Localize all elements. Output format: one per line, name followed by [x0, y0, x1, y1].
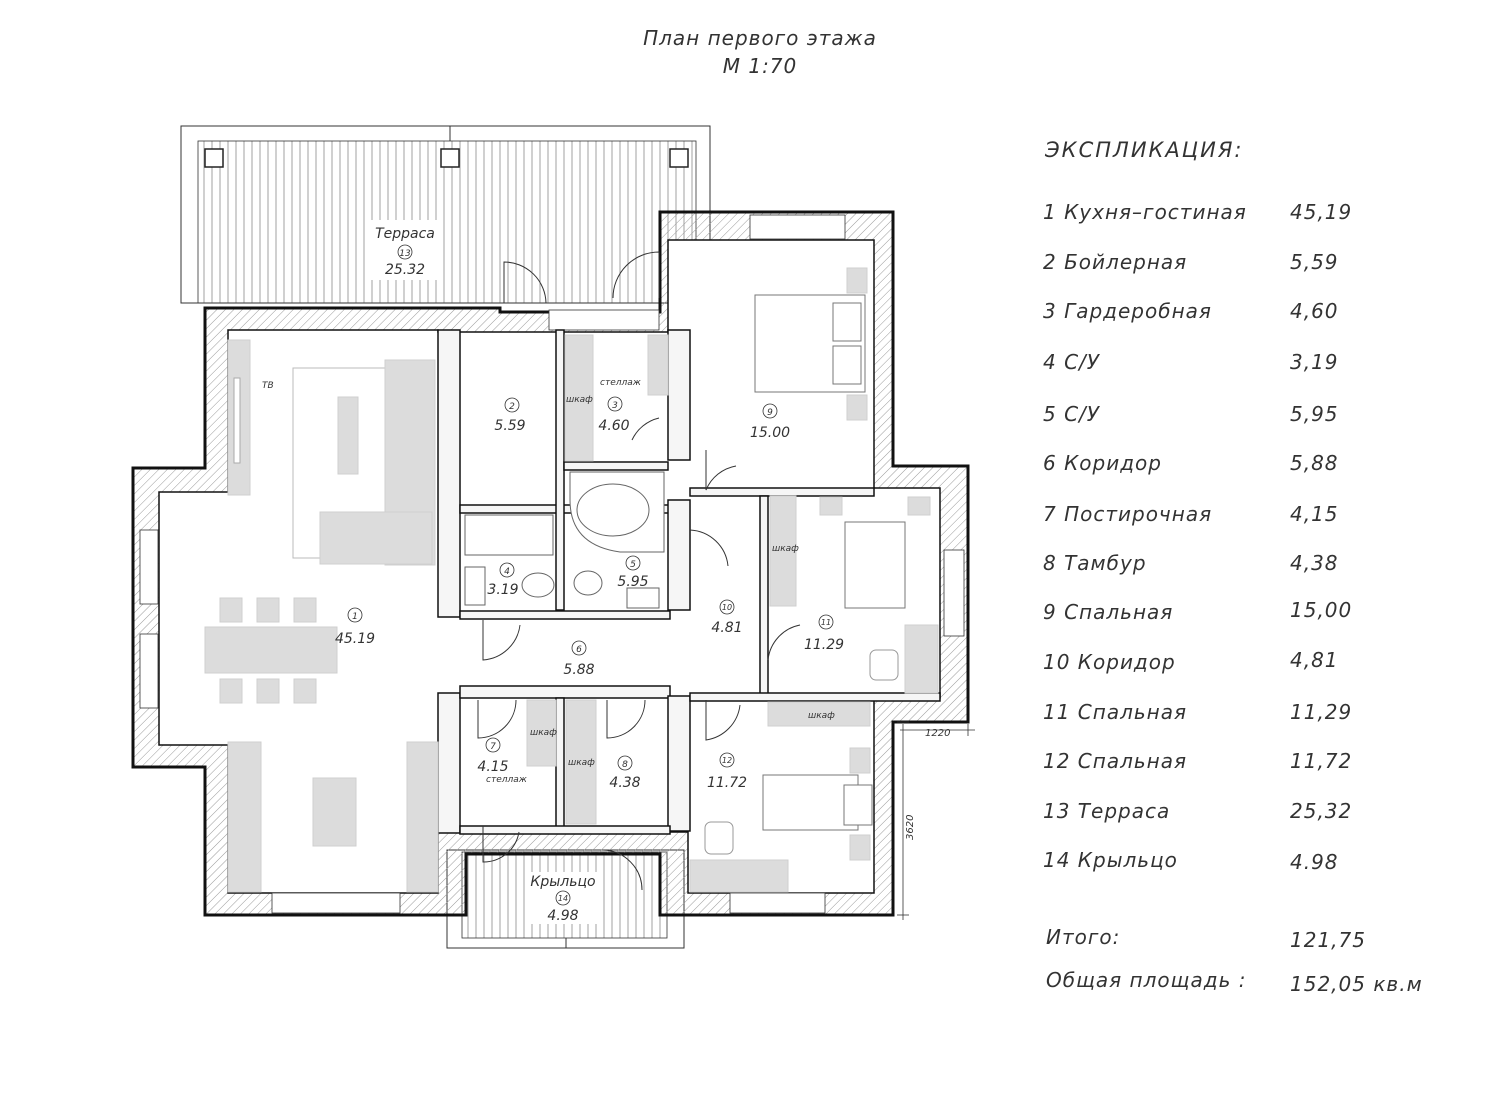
expl-row-6-area: 5,88 — [1290, 451, 1339, 475]
expl-row-12-area: 11,72 — [1290, 749, 1353, 773]
room-14-num: 14 — [558, 894, 568, 903]
room-1-num: 1 — [352, 612, 358, 622]
expl-row-11-area: 11,29 — [1290, 700, 1353, 724]
room-3-num: 3 — [612, 401, 618, 411]
total-value: 121,75 — [1290, 928, 1366, 952]
room-8-num: 8 — [622, 760, 628, 770]
room-7-area: 4.15 — [477, 759, 508, 775]
room-11-area: 11.29 — [804, 637, 844, 653]
expl-row-3-area: 4,60 — [1290, 299, 1339, 323]
dimension-lines — [897, 721, 975, 920]
room-12-num: 12 — [722, 756, 732, 765]
porch — [446, 849, 685, 949]
room-10-area: 4.81 — [711, 620, 742, 636]
room-13-area: 25.32 — [385, 262, 425, 278]
dim-height: 3620 — [905, 815, 916, 840]
expl-row-7-name: 7 Постирочная — [1043, 502, 1213, 526]
expl-row-14-name: 14 Крыльцо — [1043, 848, 1178, 872]
interior-walls — [437, 329, 941, 835]
room-2-area: 5.59 — [494, 418, 525, 434]
expl-row-11-name: 11 Спальная — [1043, 700, 1188, 724]
room-14-area: 4.98 — [547, 908, 578, 924]
room-9-num: 9 — [767, 408, 773, 418]
room-5-area: 5.95 — [617, 574, 648, 590]
expl-row-1-area: 45,19 — [1290, 200, 1353, 224]
room-13-num: 13 — [399, 249, 411, 259]
explication-heading: ЭКСПЛИКАЦИЯ: — [1045, 138, 1244, 162]
furniture-labels: ТВ стеллаж шкаф шкаф шкаф шкаф стеллаж ш… — [262, 378, 835, 785]
terrace — [180, 125, 711, 304]
doors — [477, 251, 801, 891]
room-4-num: 4 — [504, 567, 510, 577]
room-11-num: 11 — [821, 618, 831, 627]
general-area-value: 152,05 кв.м — [1290, 972, 1423, 996]
room-6-num: 6 — [576, 645, 582, 655]
plan-scale: М 1:70 — [722, 54, 798, 78]
expl-row-4-name: 4 С/У — [1043, 350, 1100, 374]
expl-row-1-name: 1 Кухня–гостиная — [1043, 200, 1247, 224]
expl-row-12-name: 12 Спальная — [1043, 749, 1188, 773]
wardrobe-label-7: шкаф — [530, 728, 557, 738]
wardrobe-label-11: шкаф — [772, 544, 799, 554]
room-1-area: 45.19 — [335, 631, 375, 647]
expl-row-2-area: 5,59 — [1290, 250, 1339, 274]
expl-row-4-area: 3,19 — [1290, 350, 1339, 374]
room-12-area: 11.72 — [707, 775, 747, 791]
expl-row-5-name: 5 С/У — [1043, 402, 1100, 426]
expl-row-8-area: 4,38 — [1290, 551, 1339, 575]
expl-row-10-area: 4,81 — [1290, 648, 1339, 672]
expl-row-9-area: 15,00 — [1290, 598, 1353, 622]
expl-row-9-name: 9 Спальная — [1043, 600, 1174, 624]
general-area-label: Общая площадь : — [1046, 968, 1247, 992]
expl-row-13-name: 13 Терраса — [1043, 799, 1171, 823]
expl-row-10-name: 10 Коридор — [1043, 650, 1176, 674]
expl-row-6-name: 6 Коридор — [1043, 451, 1162, 475]
wardrobe-label-12: шкаф — [808, 711, 835, 721]
furniture — [204, 267, 939, 893]
expl-row-13-area: 25,32 — [1290, 799, 1353, 823]
room-2-num: 2 — [509, 402, 515, 412]
room-9-area: 15.00 — [750, 425, 790, 441]
expl-row-7-area: 4,15 — [1290, 502, 1339, 526]
room-labels: Терраса 13 25.32 1 45.19 2 5.59 3 4.60 4… — [335, 226, 844, 924]
room-8-area: 4.38 — [609, 775, 640, 791]
windows — [139, 214, 965, 914]
expl-row-5-area: 5,95 — [1290, 402, 1339, 426]
shelf-label-7: стеллаж — [486, 775, 528, 785]
wardrobe-label-3: шкаф — [566, 395, 593, 405]
room-7-num: 7 — [490, 742, 496, 752]
expl-row-3-name: 3 Гардеробная — [1043, 299, 1212, 323]
shelf-label-3: стеллаж — [600, 378, 642, 388]
expl-row-8-name: 8 Тамбур — [1043, 551, 1147, 575]
room-10-num: 10 — [722, 603, 732, 612]
expl-row-14-area: 4.98 — [1290, 850, 1339, 874]
total-label: Итого: — [1046, 925, 1121, 949]
plan-title: План первого этажа — [643, 26, 877, 50]
expl-row-2-name: 2 Бойлерная — [1043, 250, 1188, 274]
wardrobe-label-8: шкаф — [568, 758, 595, 768]
dimension-labels: 1220 3620 — [905, 728, 950, 840]
room-3-area: 4.60 — [598, 418, 629, 434]
room-4-area: 3.19 — [487, 582, 518, 598]
tv-label: ТВ — [262, 381, 274, 391]
room-14-name: Крыльцо — [530, 874, 595, 890]
room-13-name: Терраса — [375, 226, 435, 242]
dim-width: 1220 — [925, 728, 950, 739]
room-5-num: 5 — [630, 560, 636, 570]
room-6-area: 5.88 — [563, 662, 594, 678]
